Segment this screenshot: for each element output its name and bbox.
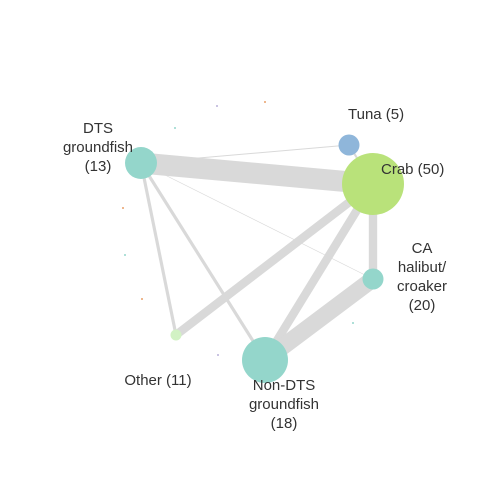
node-nondts[interactable]	[242, 337, 288, 383]
labels-layer: DTS groundfish (13) Tuna (5) Crab (50) CA hali…	[63, 106, 447, 432]
background-dot	[122, 207, 124, 209]
node-label-line: halibut/	[398, 259, 447, 276]
background-dot	[124, 254, 126, 256]
edge-crab-nondts	[261, 181, 377, 363]
background-dot	[174, 127, 176, 129]
edge-crab-other	[173, 180, 376, 339]
node-label-line: croaker	[397, 278, 447, 295]
background-dot	[264, 101, 266, 103]
node-label-line: (20)	[409, 297, 436, 314]
node-label-tuna: Tuna (5)	[348, 106, 404, 123]
node-label-cahal: CA halibut/croaker (20)	[397, 240, 447, 314]
node-label-line: Non-DTS	[253, 377, 316, 394]
edges-layer	[139, 144, 379, 367]
node-label-line: Other (11)	[124, 372, 191, 389]
node-label-line: (18)	[271, 415, 298, 432]
edge-dts-crab	[140, 152, 374, 195]
node-crab[interactable]	[342, 153, 404, 215]
background-dot	[217, 354, 219, 356]
node-label-crab: Crab (50)	[381, 161, 444, 178]
background-dot	[141, 298, 143, 300]
background-dot	[216, 105, 218, 107]
node-label-line: (13)	[85, 158, 112, 175]
nodes-layer	[125, 134, 404, 383]
node-label-line: DTS	[83, 120, 113, 137]
node-label-line: groundfish	[63, 139, 133, 156]
node-label-dts: DTS groundfish (13)	[63, 120, 133, 175]
background-dot	[352, 322, 354, 324]
edge-dts-nondts	[139, 162, 267, 361]
edge-dts-other	[139, 162, 178, 336]
node-label-other: Other (11)	[124, 372, 191, 389]
node-other[interactable]	[170, 329, 182, 341]
node-label-line: CA	[412, 240, 433, 257]
node-label-line: groundfish	[249, 396, 319, 413]
node-cahal[interactable]	[362, 268, 384, 290]
node-dts[interactable]	[125, 147, 157, 179]
node-tuna[interactable]	[338, 134, 360, 156]
edge-dts-tuna	[140, 144, 350, 164]
node-label-nondts: Non-DTS groundfish (18)	[249, 377, 319, 432]
node-label-line: Tuna (5)	[348, 106, 404, 123]
node-label-line: Crab (50)	[381, 161, 444, 178]
edge-dts-cahal	[140, 162, 374, 280]
